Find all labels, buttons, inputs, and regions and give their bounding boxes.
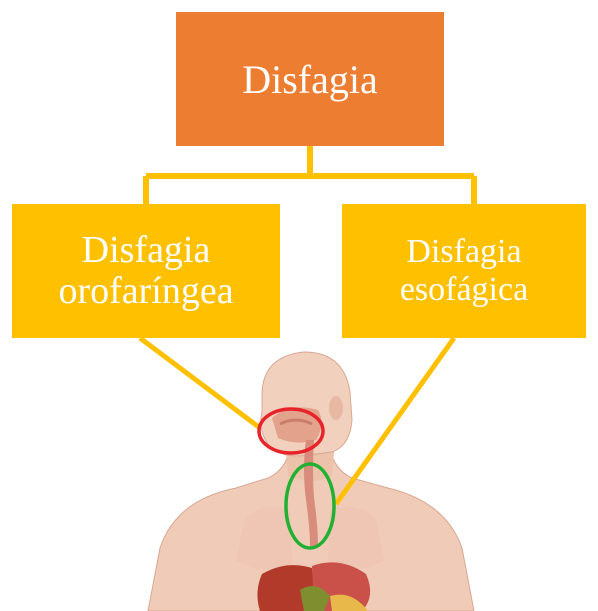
tree-connectors (146, 146, 474, 204)
branch-label-esofagica: Disfagia esofágica (400, 233, 528, 309)
human-torso-digestive-anatomy-icon (148, 352, 474, 611)
pointer-line-esofagica (336, 338, 454, 504)
branch-label-line1: Disfagia (406, 233, 521, 270)
branch-label-orofaringea: Disfagia orofaríngea (58, 230, 233, 312)
branch-label-line2: orofaríngea (58, 270, 233, 312)
root-label: Disfagia (242, 56, 378, 103)
branch-label-line2: esofágica (400, 271, 528, 308)
root-node: Disfagia (176, 12, 444, 146)
branch-node-esofagica: Disfagia esofágica (342, 204, 586, 338)
branch-label-line1: Disfagia (82, 229, 211, 271)
branch-node-orofaringea: Disfagia orofaríngea (12, 204, 280, 338)
pointer-line-orofaringea (140, 338, 260, 428)
